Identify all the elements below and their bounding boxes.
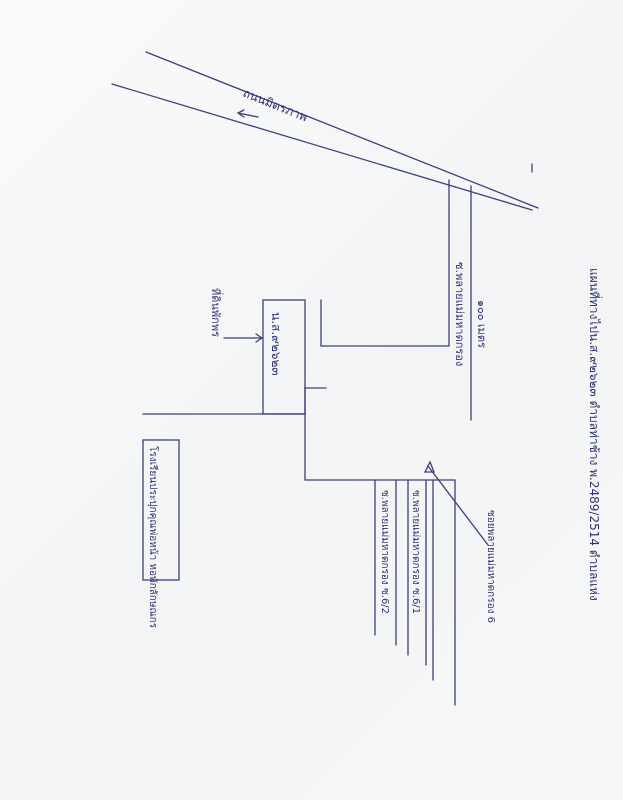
main-soi bbox=[448, 179, 472, 421]
owner-label: ที่ดินพักพร bbox=[209, 288, 224, 337]
road-label: ซ.พลายแม่มหาดกรอง bbox=[453, 262, 466, 366]
landmark-box bbox=[142, 439, 180, 581]
owner-pointer bbox=[223, 333, 264, 343]
highway-label: ถนนมิตรภาพ bbox=[241, 86, 310, 125]
landmark-label: โรงเรียนประปุกคุณพ่อหน้า หอพักลักษณกร bbox=[147, 446, 160, 629]
alley-6-2-label: ซ.พลายแม่มหาดกรอง ซ.6/2 bbox=[379, 490, 390, 614]
direction-arrow bbox=[236, 109, 259, 118]
alley-6-label: ซอยพลายแม่มหาดกรอง 6 bbox=[485, 510, 496, 623]
map-title: แผนที่ทางไปน.ส.๙๒๖๒๓ ตำบลท่าช้าง พ.2489/… bbox=[587, 268, 603, 601]
highway bbox=[111, 51, 539, 211]
connecting-roads bbox=[142, 299, 456, 481]
alley-6-pointer bbox=[423, 460, 489, 546]
plot-label: น.ส.๙๒๖๒๓ bbox=[269, 312, 283, 376]
land-plot bbox=[262, 299, 306, 415]
side-alleys bbox=[374, 479, 456, 706]
distance-label: ๑๐๐ เมตร bbox=[475, 300, 488, 348]
alley-6-1-label: ซ.พลายแม่มหาดกรอง ซ.6/1 bbox=[410, 490, 421, 614]
